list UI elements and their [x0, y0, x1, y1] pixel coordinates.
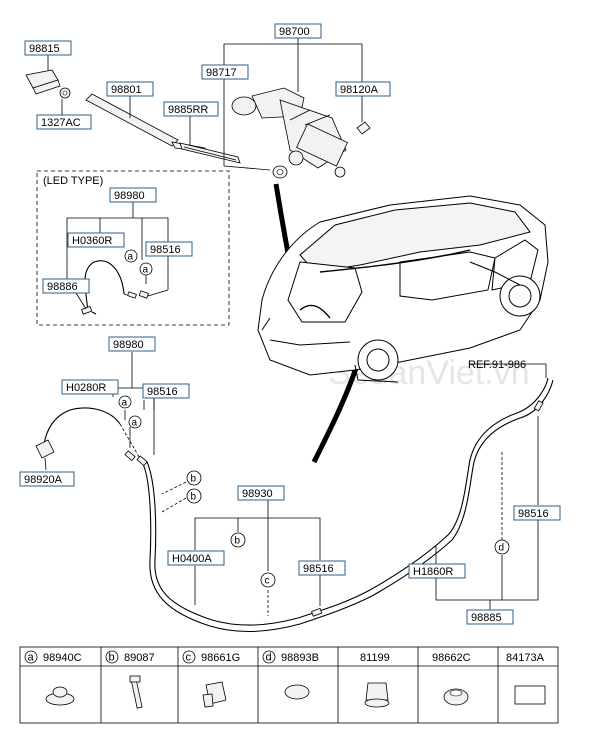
- svg-text:98893B: 98893B: [281, 652, 319, 664]
- svg-text:98886: 98886: [47, 281, 78, 293]
- label-98815: 98815: [24, 40, 72, 56]
- svg-text:98980: 98980: [113, 339, 144, 351]
- svg-text:H0280R: H0280R: [66, 382, 106, 394]
- label-led-98516: 98516: [145, 241, 193, 257]
- svg-text:b: b: [191, 492, 197, 503]
- label-1327AC: 1327AC: [36, 114, 92, 130]
- callout-b-1: b: [186, 470, 202, 486]
- svg-text:98930: 98930: [242, 488, 273, 500]
- svg-text:H0360R: H0360R: [72, 235, 112, 247]
- motor-bolt-part: [356, 121, 371, 135]
- clip-98661G-part: [202, 681, 227, 708]
- svg-text:98801: 98801: [111, 84, 142, 96]
- label-9885RR: 9885RR: [163, 101, 219, 117]
- label-H0280R: H0280R: [61, 379, 119, 395]
- led-hose: [84, 260, 125, 313]
- label-98920A: 98920A: [19, 471, 75, 487]
- svg-text:98661G: 98661G: [201, 652, 240, 664]
- car-illustration: [257, 195, 549, 383]
- svg-text:98516: 98516: [147, 386, 178, 398]
- svg-text:b: b: [109, 652, 115, 664]
- parts-legend-table: a 98940C b 89087 c 98661G d 98893B 81199…: [19, 646, 559, 724]
- legend-code-81199: 81199: [360, 652, 390, 664]
- motor-grommet-part: [272, 165, 288, 179]
- label-H0400A: H0400A: [167, 550, 225, 566]
- svg-text:d: d: [266, 652, 272, 664]
- svg-text:a: a: [122, 398, 128, 409]
- grommet-98893B-part: [284, 684, 310, 700]
- svg-text:98815: 98815: [29, 43, 60, 55]
- legend-cell-d: d 98893B: [262, 650, 319, 664]
- callout-a-2: a: [128, 415, 142, 429]
- legend-cell-c: c 98661G: [182, 650, 240, 664]
- svg-text:98700: 98700: [279, 26, 310, 38]
- svg-text:98516: 98516: [150, 244, 181, 256]
- svg-text:b: b: [191, 474, 197, 485]
- svg-text:1327AC: 1327AC: [41, 117, 81, 129]
- label-led-98886: 98886: [42, 278, 90, 294]
- svg-text:98920A: 98920A: [24, 474, 63, 486]
- callout-a-led-2: a: [139, 262, 153, 276]
- plug-81199-part: [364, 682, 390, 708]
- left-hose-upper: [43, 407, 121, 446]
- tie-89087-part: [129, 675, 143, 709]
- legend-cell-a: a 98940C: [24, 650, 82, 664]
- wiper-motor-part: [231, 87, 348, 178]
- led-type-label: (LED TYPE): [43, 175, 103, 187]
- svg-text:98980: 98980: [114, 190, 145, 202]
- svg-text:98717: 98717: [206, 67, 237, 79]
- callout-c: c: [260, 572, 276, 588]
- label-led-98980: 98980: [109, 187, 157, 203]
- legend-cell-b: b 89087: [105, 650, 155, 664]
- svg-text:98516: 98516: [518, 508, 549, 520]
- label-98516-mid: 98516: [298, 560, 346, 576]
- label-led-H0360R: H0360R: [67, 232, 125, 248]
- pointer-hose: [311, 367, 359, 464]
- callout-a-led-1: a: [124, 249, 138, 263]
- callout-b-3: b: [230, 532, 246, 548]
- label-98717: 98717: [201, 64, 249, 80]
- svg-text:a: a: [132, 418, 138, 429]
- svg-text:98120A: 98120A: [340, 84, 379, 96]
- label-98120A: 98120A: [335, 81, 391, 97]
- label-H1860R: H1860R: [408, 563, 466, 579]
- svg-text:98885: 98885: [471, 612, 502, 624]
- svg-text:98516: 98516: [303, 563, 334, 575]
- label-84173A-part: [514, 685, 546, 705]
- svg-text:d: d: [499, 543, 505, 554]
- svg-text:98940C: 98940C: [43, 652, 82, 664]
- svg-text:9885RR: 9885RR: [168, 104, 208, 116]
- washer-nozzle-part: [35, 439, 55, 471]
- ref-label: REF.91-986: [468, 359, 526, 371]
- label-98930: 98930: [237, 485, 285, 501]
- label-98801: 98801: [106, 81, 154, 97]
- clip-98940C-part: [45, 686, 75, 706]
- svg-text:c: c: [186, 652, 192, 664]
- label-98516-right: 98516: [513, 505, 561, 521]
- svg-text:89087: 89087: [124, 652, 155, 664]
- led-type-frame: [36, 170, 230, 326]
- legend-code-98662C: 98662C: [432, 652, 471, 664]
- svg-text:a: a: [28, 652, 35, 664]
- svg-text:H1860R: H1860R: [413, 566, 453, 578]
- svg-text:H0400A: H0400A: [172, 553, 212, 565]
- svg-text:c: c: [265, 576, 270, 587]
- svg-text:b: b: [235, 536, 241, 547]
- label-98980: 98980: [108, 336, 156, 352]
- label-98516-left: 98516: [142, 383, 190, 399]
- label-98700: 98700: [274, 23, 322, 39]
- svg-text:a: a: [143, 265, 149, 276]
- callout-d: d: [494, 539, 510, 555]
- callout-b-2: b: [186, 488, 202, 504]
- label-98885: 98885: [466, 609, 514, 625]
- wiper-cap-part: [25, 69, 61, 95]
- wiper-blade-part: [179, 142, 241, 164]
- legend-code-84173A: 84173A: [506, 652, 545, 664]
- cap-98662C-part: [443, 688, 469, 706]
- main-hose: [141, 379, 554, 633]
- svg-text:a: a: [128, 252, 134, 263]
- wiper-nut-part: [59, 87, 71, 99]
- callout-a-1: a: [118, 395, 132, 409]
